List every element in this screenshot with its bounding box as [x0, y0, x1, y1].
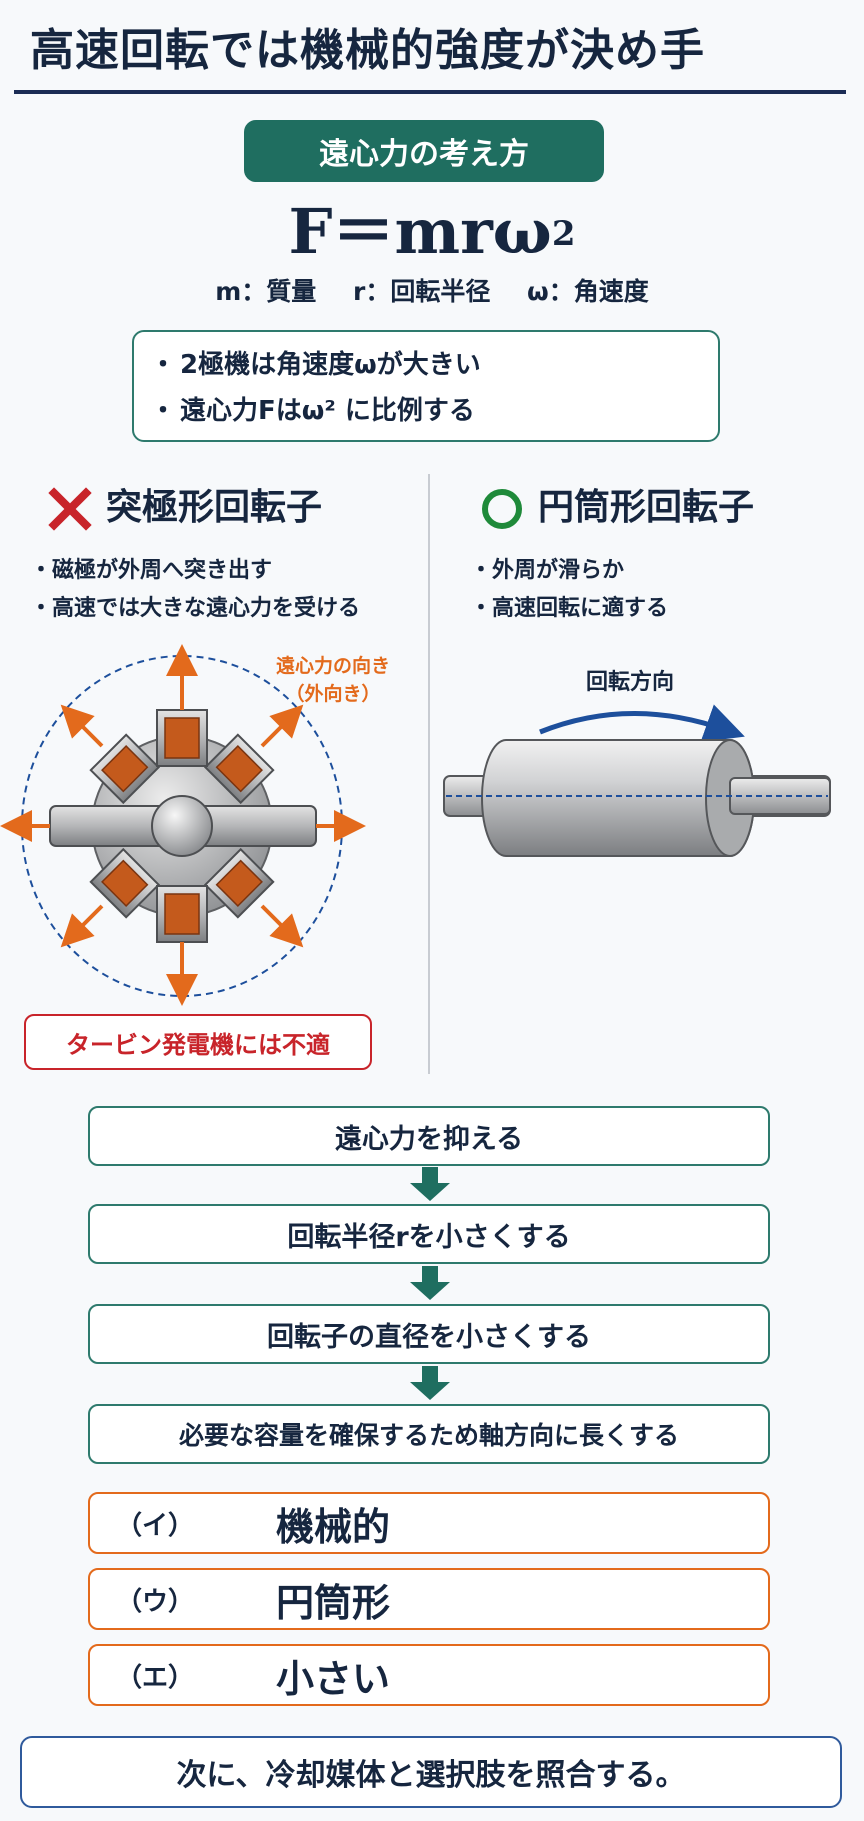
cylindrical-heading-text: 円筒形回転子 — [538, 487, 755, 528]
answer-row: （ウ） 円筒形 — [88, 1568, 770, 1630]
flow-arrow-icon — [410, 1366, 450, 1400]
centrifugal-badge: 遠心力の考え方 — [244, 120, 604, 182]
diagonal-poles — [89, 733, 275, 919]
salient-heading-text: 突極形回転子 — [106, 487, 323, 528]
symbol-angular-velocity: ω：角速度 — [527, 277, 649, 306]
answer-value: 機械的 — [276, 1504, 391, 1549]
answer-key: （ウ） — [116, 1586, 195, 1617]
cylindrical-bullet: ・高速回転に適する — [470, 596, 669, 621]
flow-step: 遠心力を抑える — [88, 1106, 770, 1166]
rotation-direction-label: 回転方向 — [586, 670, 675, 695]
rotation-arrow — [539, 704, 745, 743]
flow-arrow-icon — [410, 1266, 450, 1300]
key-point: 遠心力Fはω² に比例する — [180, 388, 718, 434]
cylindrical-bullet: ・外周が滑らか — [470, 558, 625, 583]
flow-step: 回転半径rを小さくする — [88, 1204, 770, 1264]
circle-mark-icon — [482, 489, 522, 529]
cylindrical-heading: 円筒形回転子 — [480, 486, 754, 531]
cross-mark-icon — [48, 487, 92, 531]
cylindrical-rotor-figure — [443, 704, 831, 857]
centrifugal-direction-label: 遠心力の向き — [276, 655, 391, 677]
answer-value: 小さい — [276, 1656, 391, 1701]
answer-key: （イ） — [116, 1510, 195, 1541]
answer-row: （イ） 機械的 — [88, 1492, 770, 1554]
page-title: 高速回転では機械的強度が決め手 — [30, 25, 705, 76]
formula-exponent: 2 — [551, 214, 576, 254]
formula: F＝mrω2 — [0, 196, 864, 268]
centrifugal-direction-note: 遠心力の向き （外向き） — [276, 652, 390, 708]
next-step-banner: 次に、冷却媒体と選択肢を照合する。 — [20, 1736, 842, 1808]
rotor-center — [151, 795, 213, 857]
symbol-legend: m：質量 r：回転半径 ω：角速度 — [0, 272, 864, 308]
vertical-poles — [156, 709, 208, 943]
answer-row: （エ） 小さい — [88, 1644, 770, 1706]
flow-step: 回転子の直径を小さくする — [88, 1304, 770, 1364]
symbol-mass: m：質量 — [215, 277, 317, 306]
key-points-box: 2極機は角速度ωが大きい 遠心力Fはω² に比例する — [132, 330, 720, 442]
flow-arrow-icon — [410, 1167, 450, 1201]
symbol-radius: r：回転半径 — [352, 277, 491, 306]
unsuitable-badge: タービン発電機には不適 — [24, 1014, 372, 1070]
centrifugal-force-arrows — [0, 644, 366, 1006]
salient-pole-rotor-figure — [0, 644, 366, 1006]
salient-bullet: ・磁極が外周へ突き出す — [30, 558, 273, 583]
salient-heading: 突極形回転子 — [48, 486, 322, 531]
centrifugal-direction-sub: （外向き） — [285, 683, 381, 705]
salient-bullet: ・高速では大きな遠心力を受ける — [30, 596, 361, 621]
salient-bullets: ・磁極が外周へ突き出す ・高速では大きな遠心力を受ける — [30, 552, 360, 628]
answer-value: 円筒形 — [276, 1580, 391, 1625]
formula-base: F＝mrω — [288, 195, 552, 268]
key-point: 2極機は角速度ωが大きい — [180, 342, 718, 388]
answer-key: （エ） — [116, 1662, 195, 1693]
title-underline — [14, 90, 846, 94]
cylindrical-bullets: ・外周が滑らか ・高速回転に適する — [470, 552, 668, 628]
column-divider — [428, 474, 430, 1074]
flow-step: 必要な容量を確保するため軸方向に長くする — [88, 1404, 770, 1464]
